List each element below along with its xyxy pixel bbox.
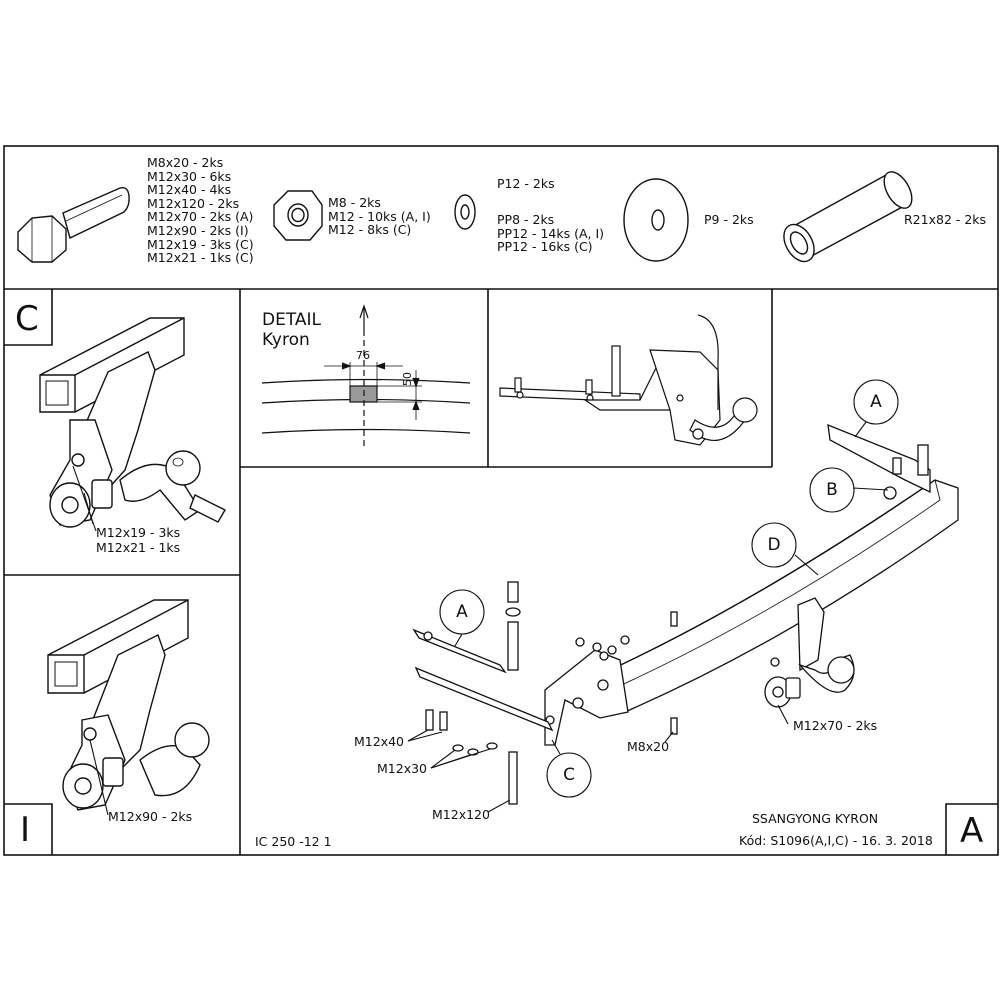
- washer-list-item: PP12 - 16ks (C): [497, 239, 593, 255]
- drawing-number: IC 250 -12 1: [255, 834, 332, 849]
- drawing-code: Kód: S1096(A,I,C) - 16. 3. 2018: [739, 833, 933, 848]
- detail-drawing: [261, 304, 471, 448]
- bolt-list-item: M8x20 - 2ks: [147, 155, 224, 170]
- panel-i-hitch-illustration: [47, 599, 210, 811]
- detail-title: DETAIL: [262, 310, 322, 330]
- bolt-list: M8x20 - 2ks M12x30 - 6ks M12x40 - 4ks M1…: [147, 156, 254, 265]
- bolt-list-item: M12x21 - 1ks (C): [147, 250, 254, 266]
- detail-dim-height: 50: [401, 372, 414, 386]
- panel-i-letter: I: [20, 810, 31, 850]
- large-washer-illustration: [623, 178, 689, 262]
- bolt-illustration: [17, 186, 130, 263]
- bolt-list-item: M12x120 - 2ks: [147, 195, 240, 211]
- label-m12x40: M12x40: [354, 734, 404, 749]
- callout-a-top: A: [870, 392, 882, 412]
- panel-c-label-m12x19: M12x19 - 3ks: [96, 525, 181, 540]
- large-washer-label: P9 - 2ks: [704, 212, 754, 227]
- callout-c: C: [563, 765, 575, 785]
- label-m12x30: M12x30: [377, 761, 427, 776]
- washer-list-item: PP8 - 2ks: [497, 212, 555, 227]
- bolt-list-item: M12x40 - 4ks: [147, 182, 232, 198]
- callout-b: B: [826, 480, 838, 500]
- bolt-list-item: M12x30 - 6ks: [147, 168, 232, 184]
- nut-list: M8 - 2ks M12 - 10ks (A, I) M12 - 8ks (C): [328, 196, 431, 237]
- panel-c-hitch-illustration: [39, 317, 226, 528]
- nut-list-item: M12 - 10ks (A, I): [328, 208, 431, 224]
- tube-label: R21x82 - 2ks: [904, 212, 987, 227]
- small-washer-label: P12 - 2ks: [497, 176, 555, 191]
- bolt-list-item: M12x19 - 3ks (C): [147, 236, 254, 252]
- nut-list-item: M12 - 8ks (C): [328, 222, 412, 238]
- nut-list-item: M8 - 2ks: [328, 195, 381, 210]
- label-m8x20: M8x20: [627, 739, 670, 754]
- panel-i-label: M12x90 - 2ks: [108, 809, 193, 824]
- bolt-list-item: M12x90 - 2ks (I): [147, 222, 249, 238]
- nut-illustration: [273, 190, 323, 241]
- callout-leaders: [72, 379, 899, 816]
- sheet-frame: [3, 145, 999, 856]
- vehicle-name: SSANGYONG KYRON: [752, 811, 879, 826]
- panel-c-label-m12x21: M12x21 - 1ks: [96, 540, 181, 555]
- main-view-letter: A: [960, 811, 984, 851]
- bolt-list-item: M12x70 - 2ks (A): [147, 209, 254, 225]
- washer-list-item: PP12 - 14ks (A, I): [497, 225, 605, 241]
- main-assembly-drawing: [412, 423, 959, 805]
- tube-illustration: [783, 171, 913, 263]
- small-washer-illustration: [454, 194, 476, 230]
- side-view-drawing: [499, 314, 758, 446]
- panel-c-letter: C: [15, 299, 39, 339]
- callout-d: D: [767, 535, 781, 555]
- callout-a-left: A: [456, 602, 468, 622]
- detail-subtitle: Kyron: [262, 330, 310, 350]
- detail-dim-width: 76: [356, 349, 370, 362]
- washer-list: PP8 - 2ks PP12 - 14ks (A, I) PP12 - 16ks…: [497, 213, 604, 254]
- label-m12x70: M12x70 - 2ks: [793, 718, 878, 733]
- label-m12x120: M12x120: [432, 807, 490, 822]
